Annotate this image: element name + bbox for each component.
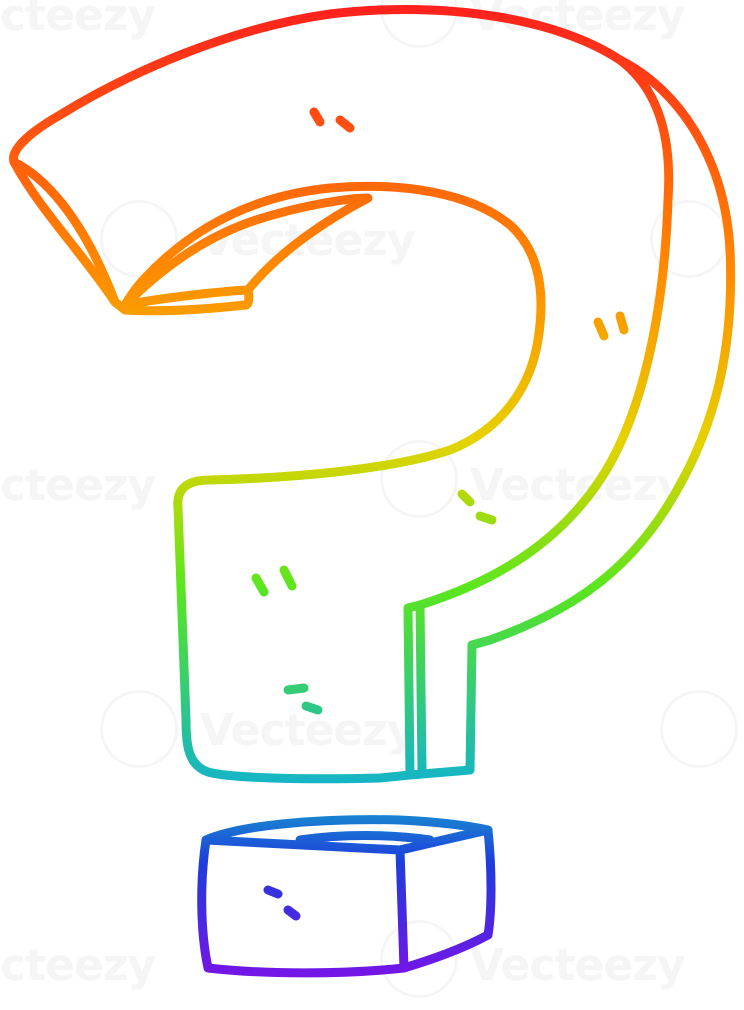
accent-mark bbox=[251, 573, 269, 597]
accent-mark bbox=[309, 107, 325, 127]
accent-mark bbox=[475, 511, 497, 525]
accent-mark bbox=[263, 885, 283, 899]
stem-depth-line bbox=[415, 600, 427, 775]
accent-mark bbox=[283, 905, 301, 921]
question-mark-depth-outline bbox=[405, 55, 736, 780]
dot-side-face bbox=[395, 825, 496, 973]
dot-front-face bbox=[197, 835, 409, 978]
hook-inner-curl bbox=[120, 193, 373, 310]
accent-mark bbox=[457, 489, 475, 507]
accent-mark bbox=[301, 701, 323, 715]
accent-mark bbox=[279, 565, 297, 591]
accent-mark bbox=[335, 115, 355, 133]
accent-mark bbox=[615, 311, 629, 335]
dot-top-inner-line bbox=[295, 831, 435, 845]
accent-mark bbox=[593, 317, 609, 341]
illustration-canvas: cteezy Vecteezy Vecteezy cteezy Vecteezy… bbox=[9, 0, 738, 998]
accent-mark bbox=[283, 683, 309, 695]
question-mark-outline bbox=[9, 5, 674, 784]
question-mark-illustration bbox=[9, 5, 736, 978]
hook-tip-detail bbox=[9, 157, 120, 307]
